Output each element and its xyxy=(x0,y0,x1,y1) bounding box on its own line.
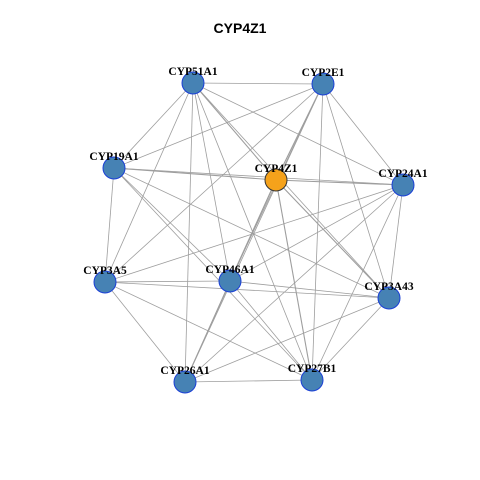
edge-cyp3a43-cyp26a1 xyxy=(184,297,390,383)
node-label-cyp27b1: CYP27B1 xyxy=(288,363,337,375)
node-label-cyp24a1: CYP24A1 xyxy=(378,168,427,180)
edge-cyp2e1-cyp3a43 xyxy=(322,83,390,299)
edge-cyp4z1-cyp3a43 xyxy=(275,179,390,299)
edge-cyp2e1-cyp19a1 xyxy=(113,83,324,169)
edge-cyp24a1-cyp27b1 xyxy=(311,184,404,381)
node-cyp51a1[interactable] xyxy=(181,71,205,95)
node-label-cyp19a1: CYP19A1 xyxy=(89,151,138,163)
node-label-cyp2e1: CYP2E1 xyxy=(302,67,345,79)
edge-cyp19a1-cyp4z1 xyxy=(113,167,277,181)
node-cyp27b1[interactable] xyxy=(300,368,324,392)
edge-cyp46a1-cyp27b1 xyxy=(229,280,313,381)
chart-title: CYP4Z1 xyxy=(213,20,267,36)
edge-cyp4z1-cyp27b1 xyxy=(275,179,313,381)
node-label-cyp4z1: CYP4Z1 xyxy=(255,163,298,175)
edge-cyp3a5-cyp26a1 xyxy=(104,281,186,383)
node-label-cyp46a1: CYP46A1 xyxy=(205,264,254,276)
node-cyp3a5[interactable] xyxy=(93,270,117,294)
edge-cyp51a1-cyp4z1 xyxy=(192,82,277,181)
edge-cyp51a1-cyp2e1 xyxy=(192,82,324,85)
node-cyp3a43[interactable] xyxy=(377,286,401,310)
edge-cyp24a1-cyp3a5 xyxy=(104,184,404,283)
edge-cyp24a1-cyp3a43 xyxy=(388,184,404,299)
node-cyp26a1[interactable] xyxy=(173,370,197,394)
node-layer xyxy=(93,71,415,394)
edge-cyp26a1-cyp27b1 xyxy=(184,379,313,383)
edge-cyp3a43-cyp27b1 xyxy=(311,297,390,381)
edge-layer xyxy=(104,82,404,383)
edge-cyp2e1-cyp26a1 xyxy=(184,83,324,383)
edge-cyp51a1-cyp3a5 xyxy=(104,82,194,283)
node-cyp19a1[interactable] xyxy=(102,156,126,180)
node-label-cyp51a1: CYP51A1 xyxy=(168,66,217,78)
edge-cyp4z1-cyp24a1 xyxy=(275,179,404,186)
edge-cyp2e1-cyp24a1 xyxy=(322,83,404,186)
edge-cyp3a5-cyp27b1 xyxy=(104,281,313,381)
node-label-cyp26a1: CYP26A1 xyxy=(160,365,209,377)
edge-cyp3a5-cyp3a43 xyxy=(104,281,390,299)
edge-cyp51a1-cyp26a1 xyxy=(184,82,194,383)
edge-cyp46a1-cyp26a1 xyxy=(184,280,231,383)
edge-cyp24a1-cyp46a1 xyxy=(229,184,404,282)
node-label-cyp3a5: CYP3A5 xyxy=(83,265,127,277)
edge-cyp51a1-cyp19a1 xyxy=(113,82,194,169)
edge-cyp19a1-cyp24a1 xyxy=(113,167,404,186)
edge-cyp51a1-cyp3a43 xyxy=(192,82,390,299)
node-cyp24a1[interactable] xyxy=(391,173,415,197)
edge-cyp19a1-cyp27b1 xyxy=(113,167,313,381)
edge-cyp2e1-cyp3a5 xyxy=(104,83,324,283)
node-label-cyp3a43: CYP3A43 xyxy=(364,281,413,293)
node-cyp46a1[interactable] xyxy=(218,269,242,293)
edge-cyp24a1-cyp26a1 xyxy=(184,184,404,383)
edge-cyp19a1-cyp3a5 xyxy=(104,167,115,283)
node-cyp4z1[interactable] xyxy=(264,168,288,192)
edge-cyp46a1-cyp3a43 xyxy=(229,280,390,299)
edge-cyp3a5-cyp46a1 xyxy=(104,280,231,283)
node-cyp2e1[interactable] xyxy=(311,72,335,96)
edge-cyp19a1-cyp46a1 xyxy=(113,167,231,282)
edge-cyp51a1-cyp46a1 xyxy=(192,82,231,282)
